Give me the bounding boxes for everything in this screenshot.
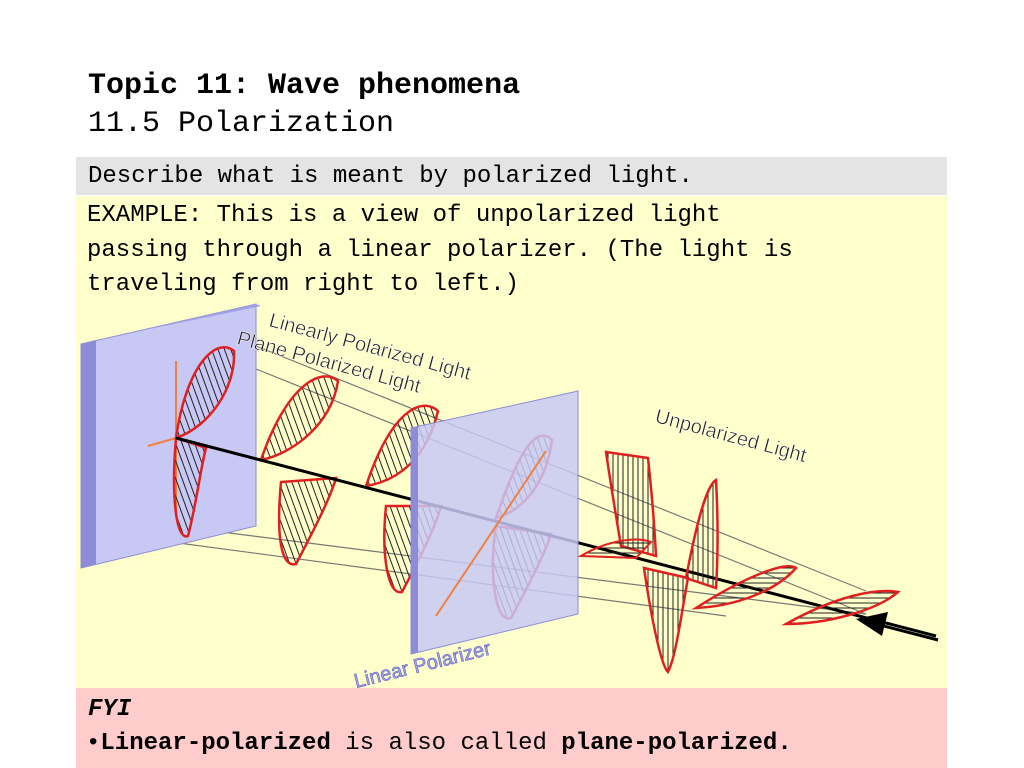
bullet-icon: •	[86, 730, 101, 757]
linear-polarizer-plate	[410, 390, 579, 655]
polarization-diagram: Linearly Polarized Light Plane Polarized…	[80, 303, 939, 688]
fyi-note: •Linear-polarized is also called plane-p…	[86, 730, 792, 757]
topic-title: Topic 11: Wave phenomena	[88, 69, 521, 103]
example-line-3: traveling from right to left.)	[87, 271, 520, 298]
subtopic-title: 11.5 Polarization	[88, 107, 395, 141]
objective-bar: Describe what is meant by polarized ligh…	[76, 157, 947, 195]
label-unpolarized: Unpolarized Light	[653, 406, 809, 468]
example-line-2: passing through a linear polarizer. (The…	[87, 236, 793, 264]
example-line-1: EXAMPLE: This is a view of unpolarized l…	[87, 202, 721, 229]
fyi-panel: FYI •Linear-polarized is also called pla…	[76, 688, 947, 768]
fyi-term-linear: Linear-polarized	[100, 730, 331, 757]
fyi-middle-text: is also called	[330, 730, 562, 757]
objective-text: Describe what is meant by polarized ligh…	[88, 163, 693, 190]
fyi-heading: FYI	[88, 696, 132, 723]
unpolarized-wave	[577, 450, 901, 674]
example-panel: Linearly Polarized Light Plane Polarized…	[76, 196, 947, 688]
direction-arrow-icon	[856, 612, 939, 642]
left-screen	[80, 303, 261, 569]
fyi-term-plane: plane-polarized.	[561, 730, 792, 757]
title-block: Topic 11: Wave phenomena 11.5 Polarizati…	[88, 68, 520, 144]
example-text: EXAMPLE: This is a view of unpolarized l…	[87, 199, 793, 303]
